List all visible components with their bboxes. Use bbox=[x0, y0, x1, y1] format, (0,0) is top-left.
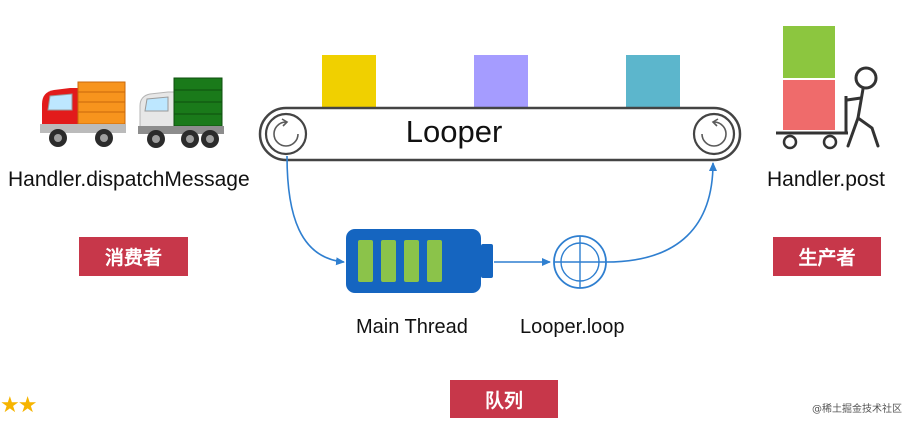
purple-box-icon bbox=[474, 55, 528, 107]
worker-cart-icon bbox=[776, 26, 880, 150]
thread-label: Main Thread bbox=[356, 316, 468, 338]
watermark: @稀土掘金技术社区 bbox=[812, 404, 902, 415]
queue-tag: 队列 bbox=[450, 380, 558, 418]
conveyor-belt bbox=[258, 106, 742, 162]
green-truck-icon bbox=[138, 77, 224, 148]
producer-tag: 生产者 bbox=[773, 237, 881, 276]
arrow-looper-to-thread bbox=[286, 155, 345, 266]
left-roller-icon bbox=[264, 112, 308, 156]
crosshair-icon bbox=[553, 235, 607, 289]
teal-box-icon bbox=[626, 55, 680, 107]
right-roller-icon bbox=[692, 112, 736, 156]
yellow-box-icon bbox=[322, 55, 376, 107]
battery-icon bbox=[346, 229, 493, 293]
consumer-tag: 消费者 bbox=[79, 237, 188, 276]
consumer-label: Handler.dispatchMessage bbox=[8, 168, 250, 191]
loop-label: Looper.loop bbox=[520, 316, 625, 338]
star-icon: ★★ bbox=[0, 392, 37, 417]
arrow-loop-to-looper bbox=[605, 162, 717, 263]
producer-label: Handler.post bbox=[767, 168, 885, 191]
fire-truck-icon bbox=[40, 81, 126, 147]
conveyor-label: Looper bbox=[405, 114, 503, 149]
